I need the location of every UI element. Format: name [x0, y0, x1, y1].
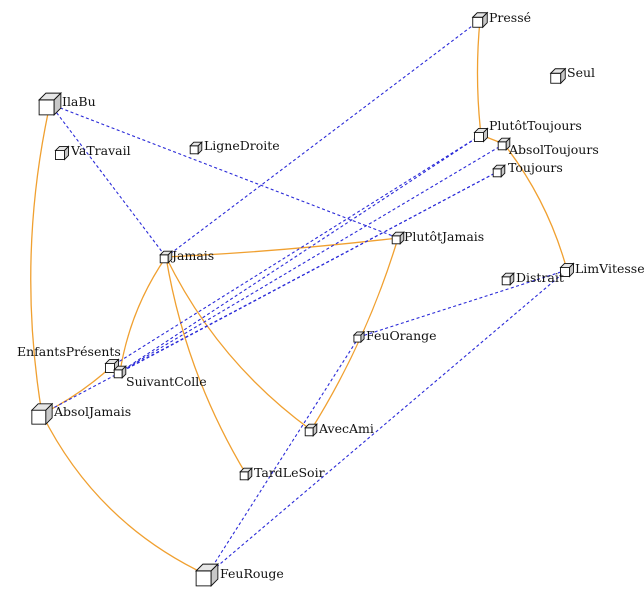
node-toujours[interactable]: Toujours	[492, 160, 563, 178]
edge-dashed-absoltoujours-suivantcolle	[119, 143, 505, 373]
edge-solid-ilabu-absoljamais	[30, 103, 51, 415]
node-enfantspresents[interactable]: EnfantsPrésents	[17, 344, 121, 374]
node-label-jamais: Jamais	[170, 248, 214, 263]
edge-solid-presse-plutottoujours	[476, 19, 482, 136]
cube-side-face	[247, 467, 253, 481]
node-distrait[interactable]: Distrait	[501, 270, 564, 286]
node-label-plutotjamais: PlutôtJamais	[404, 229, 484, 244]
edge-solid-absoltoujours-limvitesse	[503, 143, 568, 271]
node-label-distrait: Distrait	[516, 270, 564, 285]
cube-front-face	[474, 132, 484, 142]
node-label-seul: Seul	[567, 65, 595, 80]
edge-dashed-plutottoujours-enfantspresents	[111, 134, 482, 367]
cube-side-face	[53, 92, 62, 116]
node-absoljamais[interactable]: AbsolJamais	[30, 402, 131, 426]
cube-side-face	[121, 365, 127, 379]
cube-side-face	[505, 137, 511, 151]
cube-side-face	[560, 67, 566, 85]
cube-side-face	[483, 127, 488, 143]
cube-side-face	[509, 272, 515, 286]
node-label-absoltoujours: AbsolToujours	[508, 142, 599, 157]
cube-side-face	[64, 145, 69, 161]
edge-solid-jamais-suivantcolle	[119, 256, 167, 373]
node-label-lignedroite: LigneDroite	[204, 138, 280, 153]
edge-dashed-feuorange-feurouge	[206, 336, 360, 576]
cube-front-face	[31, 409, 47, 425]
edge-dashed-feuorange-limvitesse	[358, 269, 568, 338]
cube-front-face	[391, 235, 401, 245]
node-label-enfantspresents: EnfantsPrésents	[17, 344, 121, 359]
node-ilabu[interactable]: IlaBu	[38, 92, 96, 116]
node-lignedroite[interactable]: LigneDroite	[189, 138, 280, 155]
cube-side-face	[399, 231, 405, 245]
node-suivantcolle[interactable]: SuivantColle	[113, 365, 207, 389]
edge-dashed-ilabu-jamais	[49, 103, 167, 258]
cube-side-face	[167, 250, 173, 264]
cube-front-face	[195, 570, 212, 587]
node-limvitesse[interactable]: LimVitesse	[559, 261, 644, 278]
node-label-presse: Pressé	[489, 10, 531, 25]
cube-front-face	[501, 276, 511, 286]
cube-front-face	[353, 334, 362, 343]
node-feurouge[interactable]: FeuRouge	[195, 563, 284, 587]
edge-solid-absoljamais-feurouge	[41, 413, 208, 576]
node-avecami[interactable]: AvecAmi	[304, 421, 374, 437]
cube-side-face	[312, 423, 318, 437]
edge-solid-jamais-avecami	[165, 256, 312, 431]
node-label-tardlesoir: TardLeSoir	[254, 465, 325, 480]
cube-front-face	[113, 369, 123, 379]
node-tardlesoir[interactable]: TardLeSoir	[239, 465, 325, 481]
node-vatravail[interactable]: VaTravail	[54, 143, 131, 161]
cube-front-face	[38, 99, 55, 116]
cube-front-face	[239, 471, 249, 481]
cube-side-face	[500, 164, 506, 178]
edge-solid-jamais-plutotjamais	[165, 237, 399, 258]
node-label-vatravail: VaTravail	[70, 143, 131, 158]
node-label-avecami: AvecAmi	[318, 421, 374, 436]
node-seul[interactable]: Seul	[549, 65, 595, 85]
cube-side-face	[482, 11, 488, 29]
node-label-limvitesse: LimVitesse	[575, 261, 644, 276]
edge-dashed-limvitesse-feurouge	[206, 269, 568, 576]
node-plutottoujours[interactable]: PlutôtToujours	[473, 118, 582, 143]
node-label-absoljamais: AbsolJamais	[53, 404, 131, 419]
node-label-feuorange: FeuOrange	[366, 328, 437, 343]
node-plutotjamais[interactable]: PlutôtJamais	[391, 229, 484, 245]
cube-front-face	[159, 254, 169, 264]
node-presse[interactable]: Pressé	[471, 10, 531, 29]
edge-solid-jamais-tardlesoir	[165, 256, 247, 475]
edge-dashed-ilabu-plutotjamais	[49, 103, 399, 239]
cube-front-face	[472, 16, 484, 28]
cube-front-face	[304, 427, 314, 437]
node-feuorange[interactable]: FeuOrange	[352, 328, 437, 344]
node-label-feurouge: FeuRouge	[220, 566, 284, 581]
edge-dashed-toujours-absoljamais	[41, 170, 500, 415]
cube-front-face	[550, 72, 562, 84]
node-absoltoujours[interactable]: AbsolToujours	[497, 137, 599, 157]
cube-side-face	[197, 141, 203, 155]
cube-side-face	[569, 262, 574, 278]
cube-front-face	[189, 145, 199, 155]
edge-dashed-plutottoujours-suivantcolle	[119, 134, 482, 373]
edge-layer	[30, 19, 568, 576]
node-label-toujours: Toujours	[508, 160, 563, 175]
cube-front-face	[55, 150, 65, 160]
node-jamais[interactable]: Jamais	[159, 248, 214, 264]
cube-side-face	[360, 330, 365, 344]
cube-side-face	[45, 402, 53, 426]
cube-side-face	[210, 563, 219, 587]
node-label-ilabu: IlaBu	[62, 94, 96, 109]
cube-front-face	[492, 168, 502, 178]
cube-front-face	[105, 363, 115, 373]
node-label-suivantcolle: SuivantColle	[126, 374, 207, 389]
cube-front-face	[497, 141, 507, 151]
node-label-plutottoujours: PlutôtToujours	[489, 118, 582, 133]
